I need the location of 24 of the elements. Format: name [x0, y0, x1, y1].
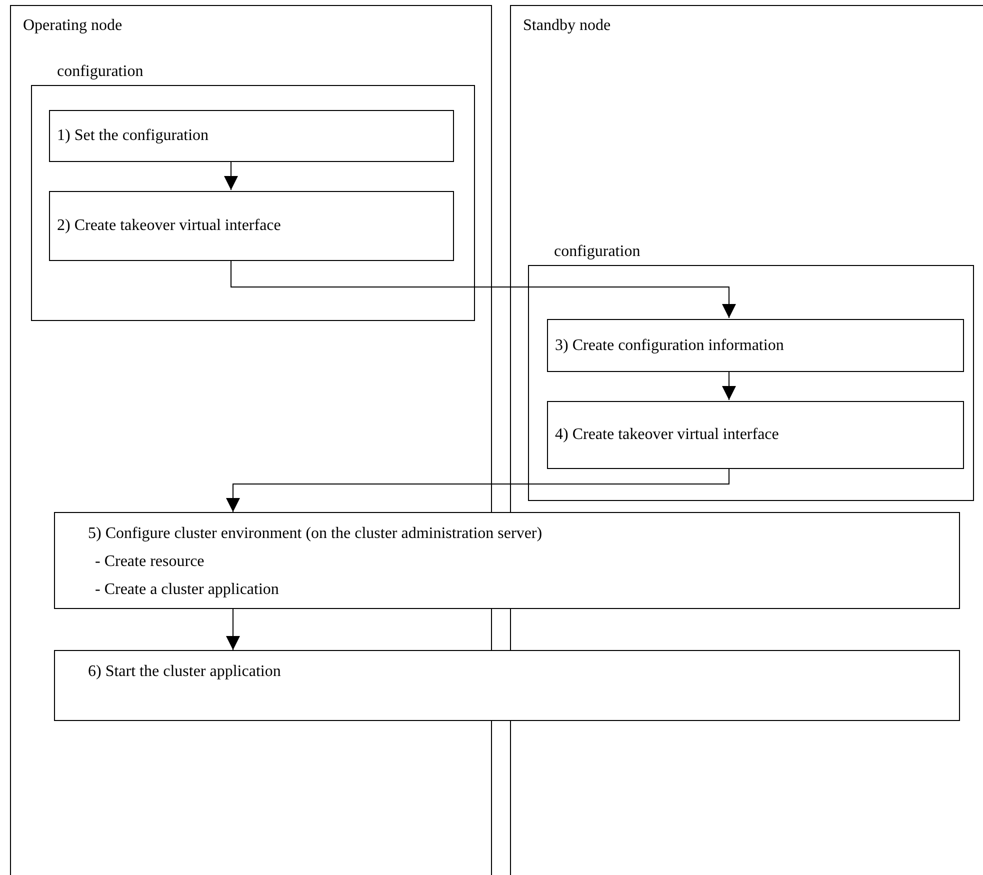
node-column [10, 5, 492, 875]
arrow [226, 468, 730, 512]
process-box [547, 319, 964, 372]
process-box [49, 110, 454, 162]
step-text: 3) Create configuration information [555, 336, 784, 354]
group-heading: configuration [554, 243, 640, 261]
step-text: 6) Start the cluster application [88, 663, 281, 681]
column-title: Operating node [23, 17, 122, 35]
step-text: 2) Create takeover virtual interface [57, 217, 281, 235]
arrow [224, 160, 238, 190]
sub-step-text: - Create resource [95, 553, 204, 571]
step-text: 4) Create takeover virtual interface [555, 426, 779, 444]
process-box [54, 650, 960, 721]
arrow [226, 608, 240, 650]
process-box [54, 512, 960, 609]
process-box [49, 191, 454, 261]
sub-step-text: - Create a cluster application [95, 581, 279, 599]
process-box [547, 401, 964, 469]
column-title: Standby node [523, 17, 611, 35]
step-text: 1) Set the configuration [57, 127, 209, 145]
group-heading: configuration [57, 63, 144, 81]
arrow [722, 370, 736, 400]
arrow [230, 260, 736, 318]
step-text: 5) Configure cluster environment (on the cluster administration server) [88, 525, 542, 543]
